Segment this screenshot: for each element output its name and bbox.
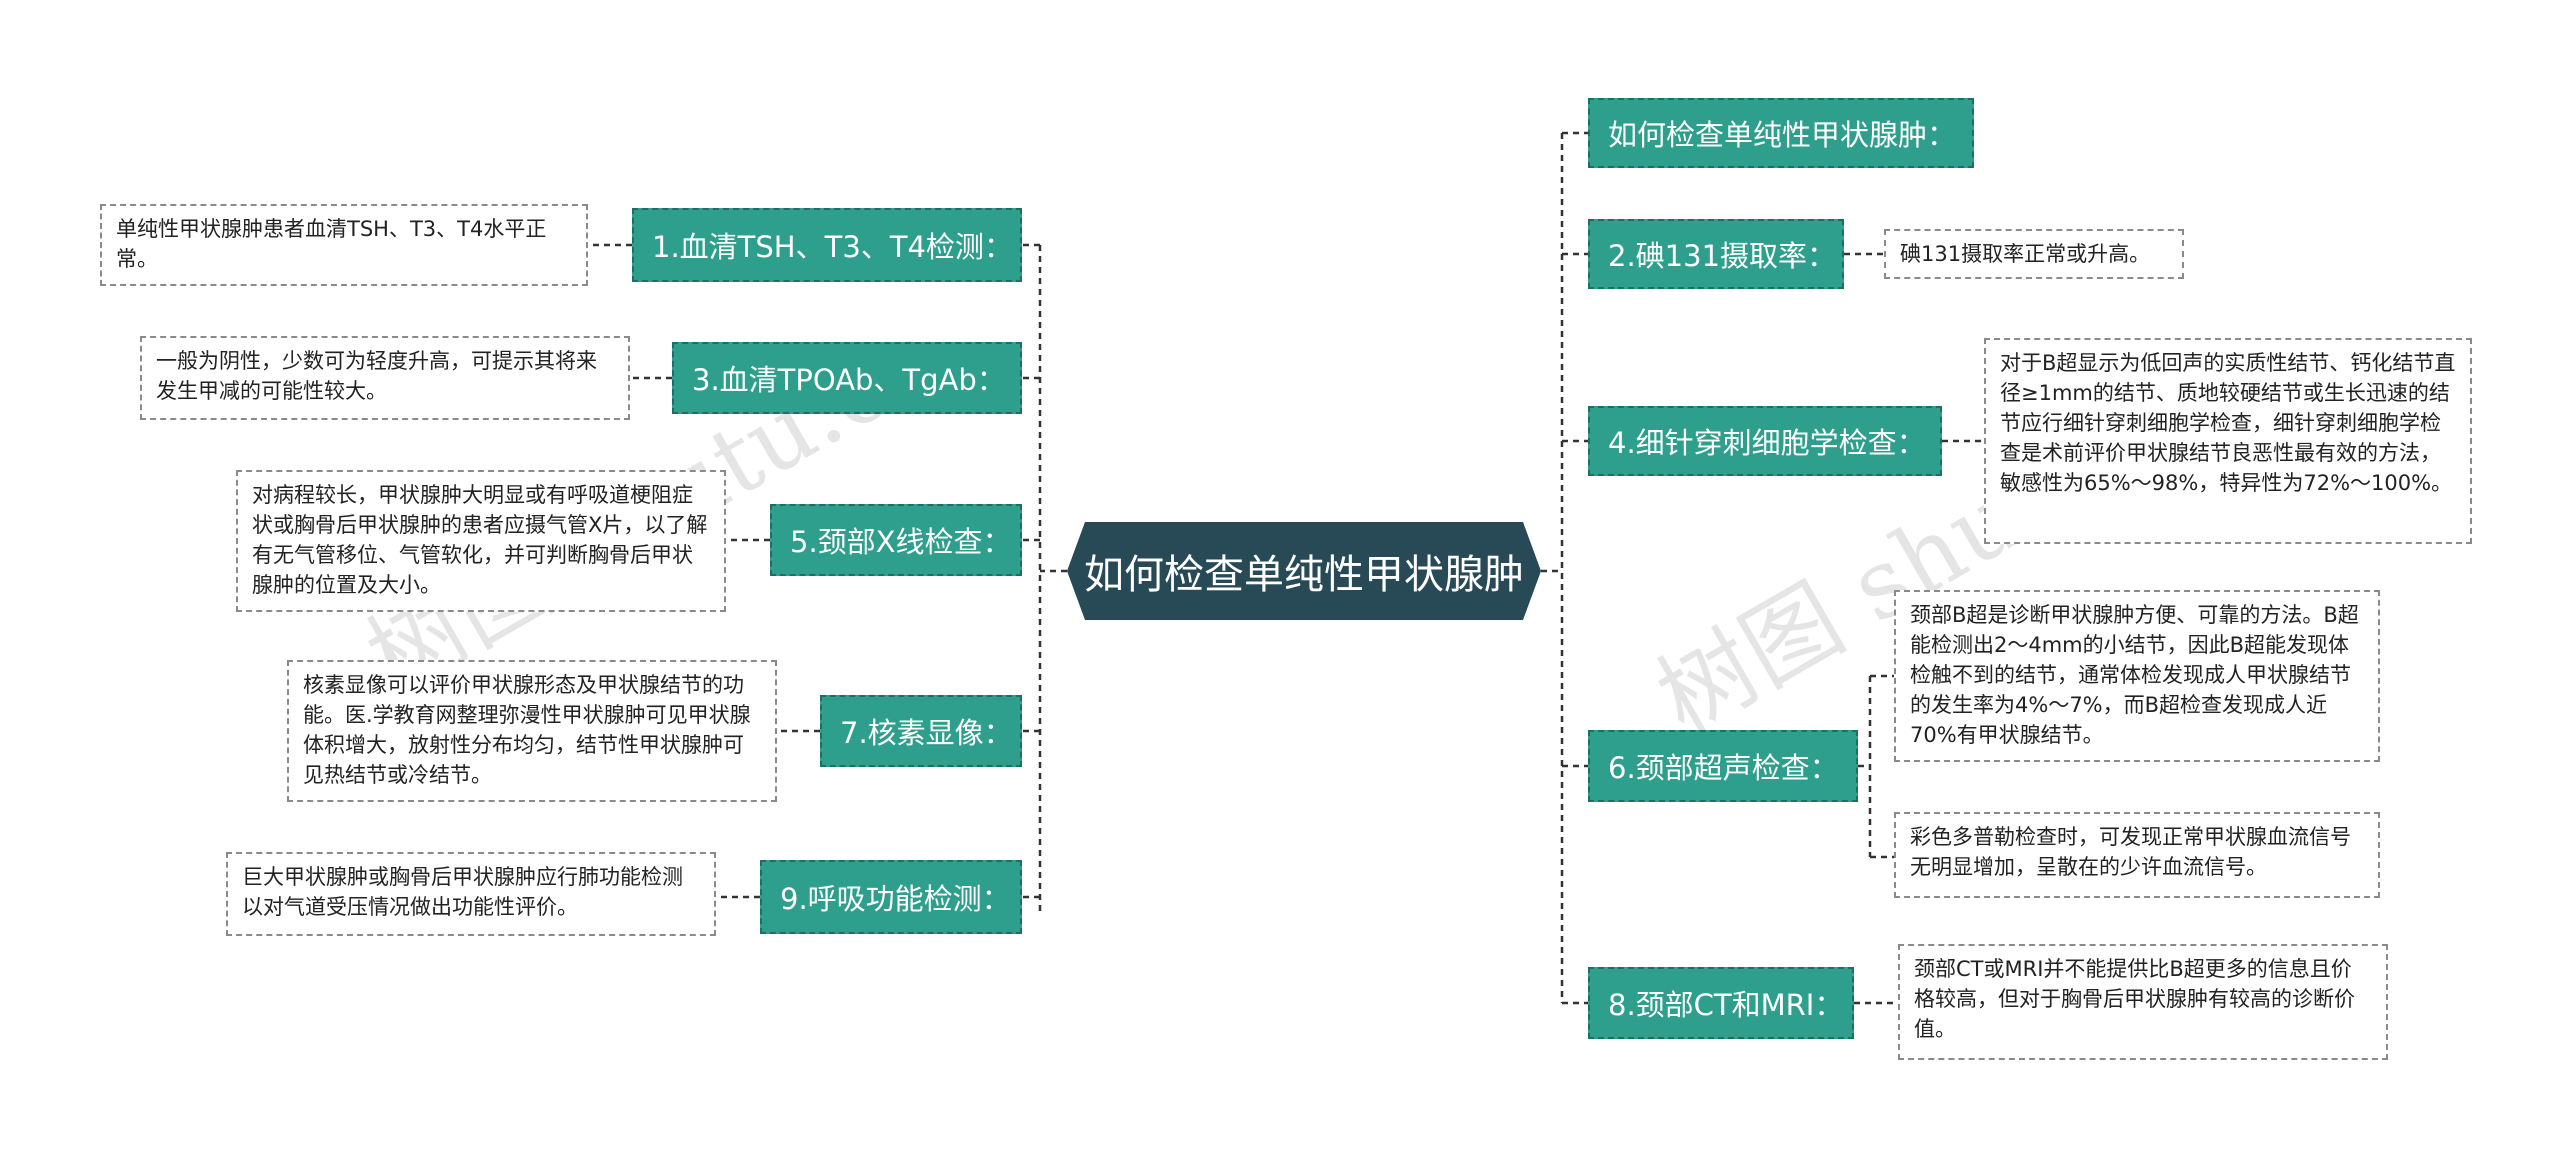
topic-neck-xray[interactable]: 5.颈部X线检查： xyxy=(770,504,1022,576)
topic-how-to-check[interactable]: 如何检查单纯性甲状腺肿： xyxy=(1588,98,1974,168)
detail-respiratory-function: 巨大甲状腺肿或胸骨后甲状腺肿应行肺功能检测以对气道受压情况做出功能性评价。 xyxy=(226,852,716,936)
root-topic[interactable]: 如何检查单纯性甲状腺肿 xyxy=(1067,522,1541,620)
detail-neck-ultrasound-1: 颈部B超是诊断甲状腺肿方便、可靠的方法。B超能检测出2～4mm的小结节，因此B超… xyxy=(1894,590,2380,762)
detail-serum-tpoab: 一般为阴性，少数可为轻度升高，可提示其将来发生甲减的可能性较大。 xyxy=(140,336,630,420)
topic-iodine-131[interactable]: 2.碘131摄取率： xyxy=(1588,219,1844,289)
detail-neck-xray: 对病程较长，甲状腺肿大明显或有呼吸道梗阻症状或胸骨后甲状腺肿的患者应摄气管X片，… xyxy=(236,470,726,612)
topic-respiratory-function[interactable]: 9.呼吸功能检测： xyxy=(760,860,1022,934)
detail-radionuclide-imaging: 核素显像可以评价甲状腺形态及甲状腺结节的功能。医.学教育网整理弥漫性甲状腺肿可见… xyxy=(287,660,777,802)
detail-neck-ct-mri: 颈部CT或MRI并不能提供比B超更多的信息且价格较高，但对于胸骨后甲状腺肿有较高… xyxy=(1898,944,2388,1060)
detail-iodine-131: 碘131摄取率正常或升高。 xyxy=(1884,229,2184,279)
topic-neck-ultrasound[interactable]: 6.颈部超声检查： xyxy=(1588,730,1858,802)
topic-serum-tpoab[interactable]: 3.血清TPOAb、TgAb： xyxy=(672,342,1022,414)
topic-neck-ct-mri[interactable]: 8.颈部CT和MRI： xyxy=(1588,967,1854,1039)
topic-radionuclide-imaging[interactable]: 7.核素显像： xyxy=(820,695,1022,767)
topic-fine-needle[interactable]: 4.细针穿刺细胞学检查： xyxy=(1588,406,1942,476)
detail-serum-tsh: 单纯性甲状腺肿患者血清TSH、T3、T4水平正常。 xyxy=(100,204,588,286)
detail-neck-ultrasound-2: 彩色多普勒检查时，可发现正常甲状腺血流信号无明显增加，呈散在的少许血流信号。 xyxy=(1894,812,2380,898)
topic-serum-tsh[interactable]: 1.血清TSH、T3、T4检测： xyxy=(632,208,1022,282)
detail-fine-needle: 对于B超显示为低回声的实质性结节、钙化结节直径≥1mm的结节、质地较硬结节或生长… xyxy=(1984,338,2472,544)
